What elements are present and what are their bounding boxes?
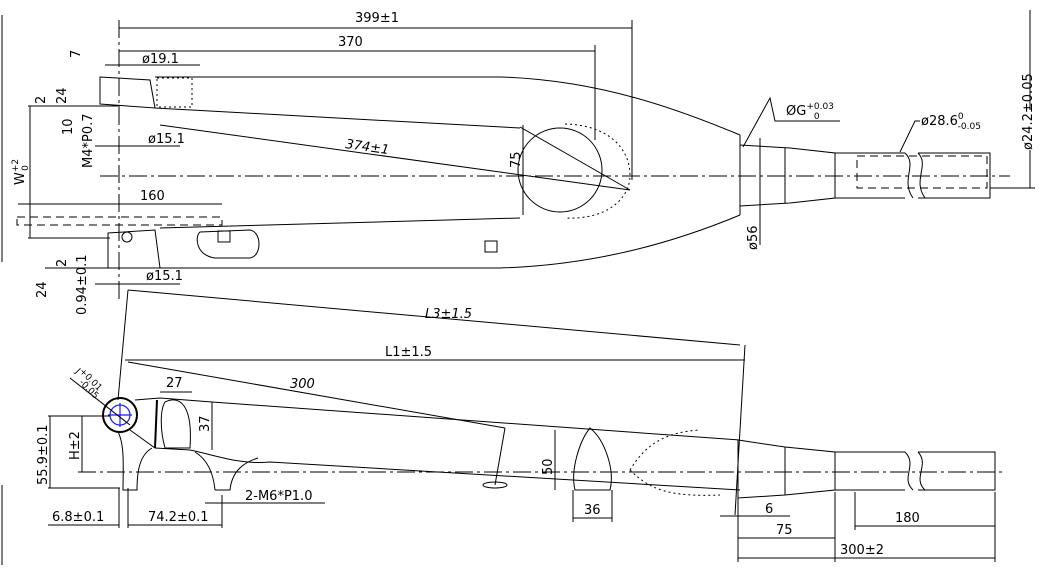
dim-6-8: 6.8±0.1 — [52, 510, 104, 525]
dim-2-lower: 2 — [55, 259, 70, 267]
dim-tip-diameter: ø19.1 — [142, 52, 179, 67]
crown-race — [739, 135, 836, 215]
lower-blade-outer — [155, 214, 741, 269]
dropout-bolt-icon — [121, 231, 133, 243]
dim-7: 7 — [69, 50, 84, 58]
dim-dropout-lower: ø15.1 — [146, 269, 183, 284]
ext-line — [117, 289, 129, 401]
dim-steerer-diameter: ø28.60-0.05 — [921, 112, 981, 132]
marker-icon — [484, 240, 498, 253]
ext-line — [734, 344, 746, 516]
upper-blade-outer — [155, 76, 741, 136]
dim-diagonal: 374±1 — [344, 137, 390, 158]
dim-inner-diameter: ø24.2±0.05 — [1021, 73, 1036, 150]
dim-50: 50 — [541, 458, 556, 475]
upper-blade-inner — [154, 107, 521, 129]
leader-line — [69, 377, 131, 426]
dim-180: 180 — [895, 511, 920, 526]
ext-line — [494, 427, 506, 486]
dim-crown-circle: 75 — [509, 151, 524, 168]
dim-74-2: 74.2±0.1 — [148, 510, 209, 525]
dim-j: J+0.01-0.05 — [69, 364, 106, 401]
dim-line-l3 — [127, 289, 741, 346]
steerer-bore — [856, 155, 988, 189]
top-view: 399±1 370 ø19.1 7 2 24 10 M4*P0.7 ø15.1 … — [11, 10, 1036, 315]
dim-thread: 2-M6*P1.0 — [245, 489, 312, 504]
brake-boss — [196, 229, 260, 259]
dim-axle-length: 160 — [140, 189, 165, 204]
mount-tab-1 — [117, 431, 153, 491]
leader-line — [742, 96, 840, 148]
dim-2-upper: 2 — [34, 96, 49, 104]
axle-outline — [16, 216, 223, 226]
mount-tab-2 — [194, 451, 259, 491]
dim-width: W+20 — [11, 159, 31, 185]
diagonal-dim-line — [159, 124, 631, 191]
dim-6: 6 — [765, 502, 773, 517]
dim-overall-length: 399±1 — [355, 11, 399, 26]
steerer-side — [835, 451, 996, 491]
dim-10: 10 — [61, 118, 76, 135]
dropout-weld — [160, 399, 191, 449]
dim-27: 27 — [166, 376, 183, 391]
blade-top — [134, 397, 741, 441]
dim-steerer-length: 300±2 — [840, 543, 884, 558]
crown-race-side — [737, 439, 836, 499]
dim-55-9: 55.9±0.1 — [36, 424, 51, 485]
steerer-tube — [835, 152, 991, 199]
dim-75: 75 — [776, 523, 793, 538]
dim-0-94: 0.94±0.1 — [75, 254, 90, 315]
crown-hidden — [629, 429, 721, 496]
dim-l3: L3±1.5 — [425, 307, 472, 322]
dim-l1: L1±1.5 — [385, 345, 432, 360]
cable-stop — [482, 481, 508, 489]
leader-line — [899, 120, 920, 153]
diagonal-line — [519, 126, 631, 191]
dim-24-lower: 24 — [35, 281, 50, 298]
crown-hidden — [564, 123, 631, 219]
dim-300: 300 — [290, 377, 315, 392]
upper-dropout-socket — [156, 77, 193, 108]
upper-dropout — [99, 76, 156, 109]
dim-crown-diameter: ø56 — [746, 226, 761, 251]
dim-dropout-upper: ø15.1 — [148, 132, 185, 147]
lower-dropout — [107, 229, 161, 269]
dropout-eye — [102, 397, 138, 433]
crown-profile — [573, 427, 612, 491]
side-view: L3±1.5 L1±1.5 300 J+0.01-0.05 27 — [36, 289, 1005, 562]
dim-h: H±2 — [68, 431, 83, 460]
dim-inner-length: 370 — [338, 35, 363, 50]
dim-36: 36 — [584, 503, 601, 518]
dim-line-300 — [127, 361, 506, 429]
blade-bottom — [129, 429, 741, 491]
break-mark — [904, 152, 926, 199]
lower-blade-inner — [159, 217, 521, 229]
brake-mount-icon — [217, 230, 231, 243]
break-mark — [904, 451, 926, 491]
dropout-joint — [154, 399, 158, 449]
dim-thread-upper: M4*P0.7 — [81, 113, 96, 168]
dim-24-upper: 24 — [55, 87, 70, 104]
dim-37: 37 — [198, 415, 213, 432]
crown-circle — [517, 127, 603, 213]
